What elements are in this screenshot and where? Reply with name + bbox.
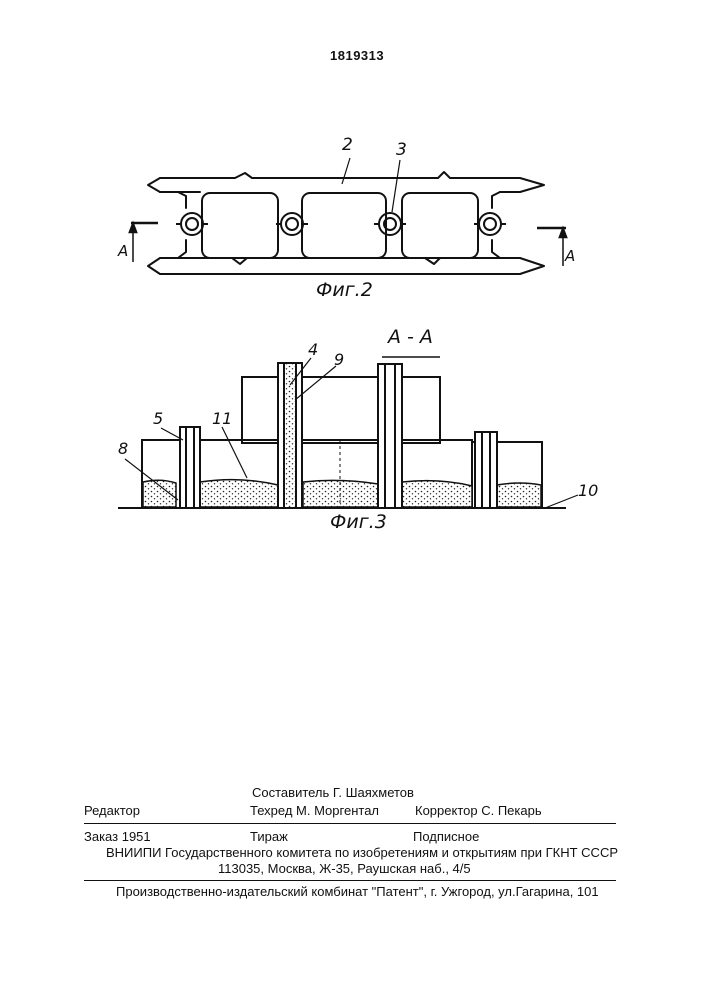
colophon-compiler: Составитель Г. Шаяхметов (252, 785, 414, 800)
colophon-address: 113035, Москва, Ж-35, Раушская наб., 4/5 (218, 861, 471, 876)
colophon-vniipi: ВНИИПИ Государственного комитета по изоб… (106, 845, 618, 860)
colophon-techred: Техред М. Моргентал (250, 803, 379, 818)
fig3-label-4: 4 (308, 342, 318, 357)
colophon-editor: Редактор (84, 803, 140, 818)
fig3-label-10: 10 (578, 483, 598, 498)
fig3-fill-4 (402, 481, 472, 507)
fig3-label-9: 9 (334, 352, 344, 367)
figure-3-drawing (0, 0, 707, 540)
colophon-order: Заказ 1951 (84, 829, 151, 844)
fig3-tube-center (378, 364, 402, 508)
fig3-caption: Фиг.3 (330, 515, 387, 530)
colophon-rule-top (84, 823, 616, 824)
fig3-section-title: A - A (388, 330, 433, 345)
fig3-tube-right (475, 432, 497, 508)
fig3-label-11: 11 (212, 411, 232, 426)
fig3-fill-1 (143, 480, 176, 507)
colophon-subscription: Подписное (413, 829, 479, 844)
fig3-fill-2 (200, 480, 278, 507)
fig3-label-5: 5 (153, 411, 163, 426)
colophon-rule-bottom (84, 880, 616, 881)
colophon-publisher: Производственно-издательский комбинат "П… (116, 884, 599, 899)
fig3-tube-5 (180, 427, 200, 508)
colophon-corrector: Корректор С. Пекарь (415, 803, 542, 818)
fig3-fill-5 (497, 483, 541, 507)
colophon-circulation: Тираж (250, 829, 288, 844)
fig3-label-8: 8 (118, 441, 128, 456)
